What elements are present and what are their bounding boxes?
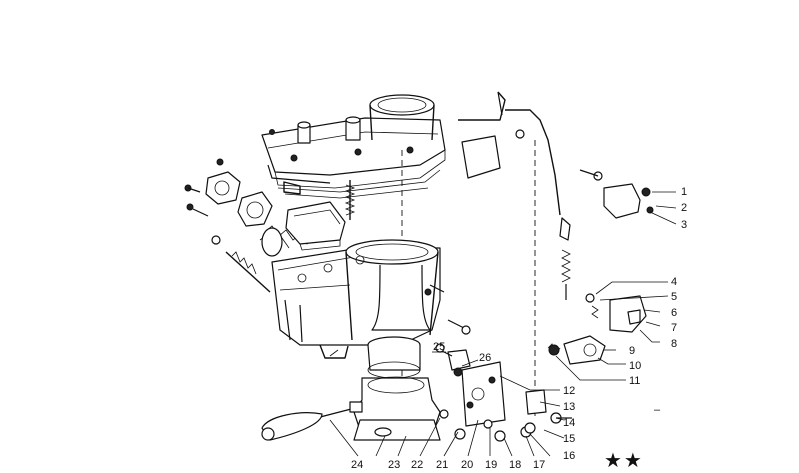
callout-22: 22 [411,459,424,471]
callout-23: 23 [388,459,401,471]
callout-6: 6 [671,307,678,319]
callout-5: 5 [671,291,678,303]
callout-26: 26 [479,352,492,364]
callout-10: 10 [629,360,642,372]
bracket-upper-right [579,169,654,219]
small-hardware [439,389,572,442]
callout-12: 12 [563,385,576,397]
carburetor-body [271,239,471,359]
throttle-shaft [261,401,363,441]
callout-24: 24 [351,459,364,471]
callout-21: 21 [436,459,449,471]
callout-1: 1 [681,186,688,198]
callout-2: 2 [681,202,688,214]
tick-mark: – [654,404,661,416]
callout-25: 25 [433,341,446,353]
float [285,201,346,251]
cover-gasket [277,169,441,199]
pump-cover [184,158,273,245]
needle-valve-spring [344,180,356,220]
callout-9: 9 [629,345,636,357]
top-cover [261,94,446,189]
leader-lines [329,191,677,457]
callout-19: 19 [485,459,498,471]
throttle-body [353,336,441,441]
callout-16: 16 [563,450,576,462]
bracket-lower-right [585,293,647,333]
callout-4: 4 [671,276,678,288]
callout-20: 20 [461,459,474,471]
callout-3: 3 [681,219,688,231]
callout-15: 15 [563,433,576,445]
callout-18: 18 [509,459,522,471]
footer-star-mark: ★★ [604,448,644,472]
throttle-linkage [435,343,506,427]
throttle-rod [458,91,571,300]
callout-11: 11 [629,375,641,387]
callout-8: 8 [671,338,678,350]
callout-14: 14 [563,417,576,429]
callout-7: 7 [671,322,678,334]
choke-lever [547,335,606,365]
heat-shield [461,135,501,179]
callout-13: 13 [563,401,576,413]
pump-spring [225,225,315,293]
callout-17: 17 [533,459,546,471]
